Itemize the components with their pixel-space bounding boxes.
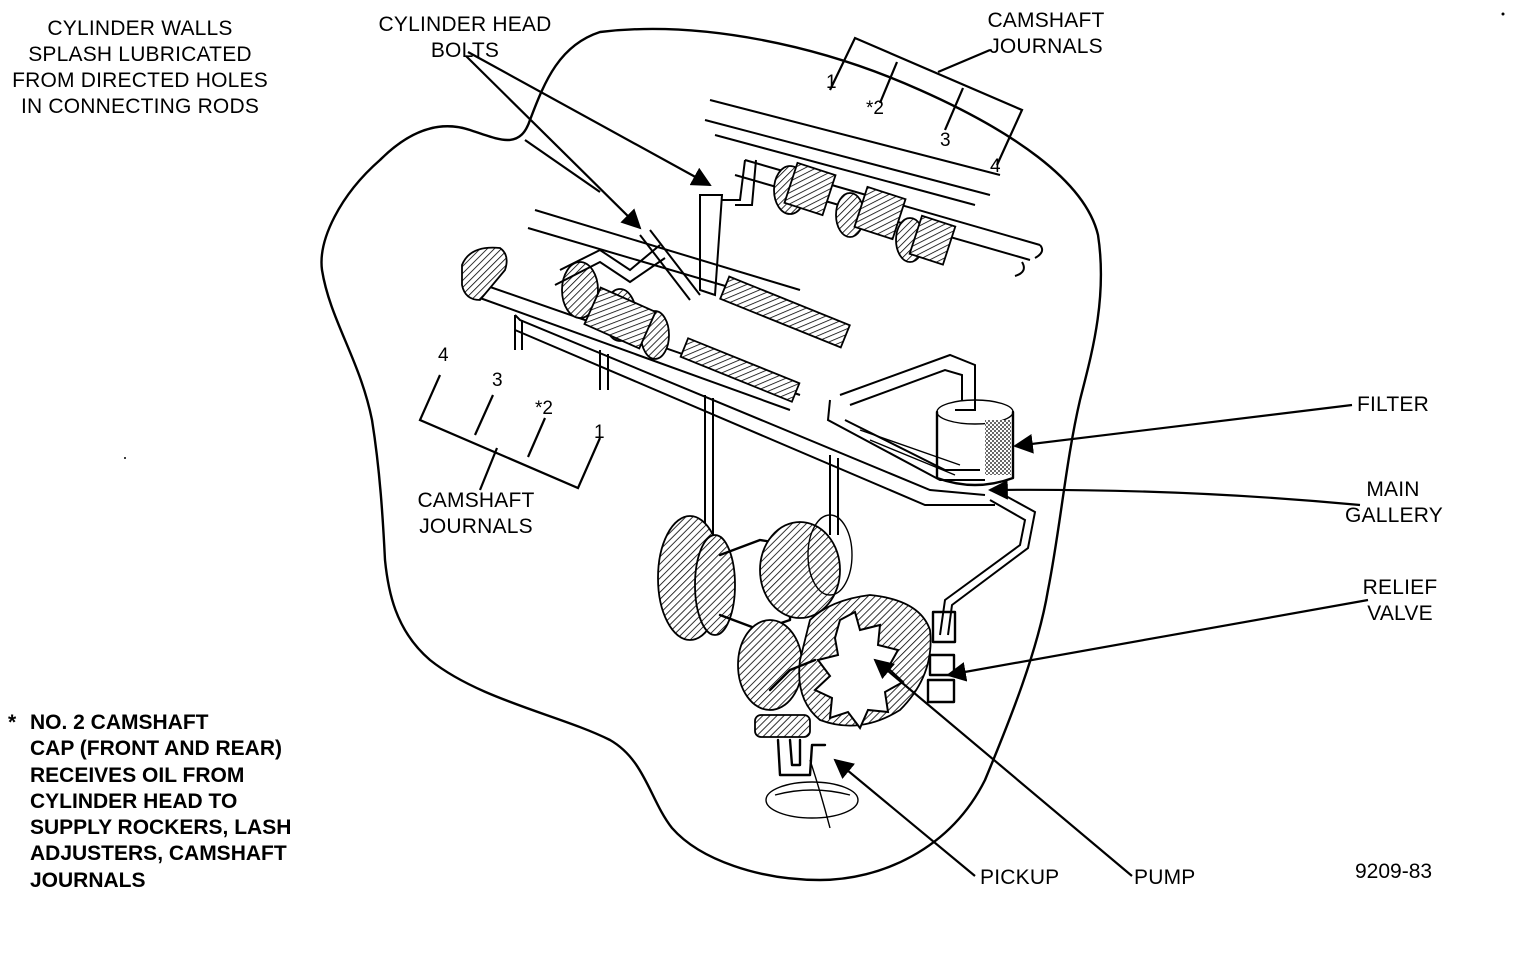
left-journal-tick-3 [473, 394, 495, 436]
relief-valve-arrow [946, 598, 1369, 682]
label-cylinder-walls: CYLINDER WALLS SPLASH LUBRICATED FROM DI… [12, 17, 268, 118]
top-journal-bracket [829, 36, 1024, 166]
left-journal-tick-2 [526, 417, 547, 458]
lower-camshaft [461, 209, 851, 411]
filter-loop [826, 353, 1015, 487]
label-pickup: PICKUP [980, 866, 1060, 889]
journal-number-top-4: 4 [990, 156, 1001, 177]
label-cylinder-head-bolts: CYLINDER HEAD BOLTS [378, 13, 552, 62]
oil-pump [754, 594, 932, 738]
upper-camshaft [704, 99, 1044, 277]
footnote: * NO. 2 CAMSHAFT CAP (FRONT AND REAR) RE… [8, 710, 291, 894]
footnote-line: ADJUSTERS, CAMSHAFT [30, 842, 287, 866]
journal-number-top-2: *2 [866, 98, 884, 119]
top-journal-tick-2 [878, 61, 899, 104]
main-gallery-tubes [514, 314, 1037, 636]
top-journal-tick-3 [943, 87, 965, 131]
journal-number-left-3: 3 [492, 370, 503, 391]
footnote-line: SUPPLY ROCKERS, LASH [30, 816, 292, 840]
scan-dot [124, 457, 126, 459]
filter-arrow [1013, 403, 1353, 454]
left-journal-leader [478, 447, 499, 491]
main-gallery-arrow [988, 479, 1361, 507]
footnote-line: CAP (FRONT AND REAR) [30, 737, 282, 761]
label-filter: FILTER [1357, 393, 1429, 416]
label-pump: PUMP [1134, 866, 1196, 889]
journal-number-top-1: 1 [826, 72, 837, 93]
head-bolt-arrow-2 [465, 55, 642, 230]
engine-block-outline [320, 27, 1103, 882]
label-camshaft-journals-left: CAMSHAFT JOURNALS [417, 489, 535, 538]
footnote-line: RECEIVES OIL FROM [30, 763, 245, 787]
footnote-line: JOURNALS [30, 868, 146, 892]
head-bolt-arrow-1 [467, 51, 712, 186]
figure-number: 9209-83 [1355, 860, 1433, 883]
journal-number-top-3: 3 [940, 130, 951, 151]
crankshaft [657, 514, 853, 711]
oil-pickup [765, 738, 859, 829]
journal-number-left-4: 4 [438, 345, 449, 366]
label-main-gallery: MAIN GALLERY [1345, 478, 1443, 527]
left-journal-bracket [418, 374, 602, 490]
head-oil-passages [554, 159, 757, 301]
scan-dot [1501, 12, 1505, 16]
journal-number-left-1: 1 [594, 422, 605, 443]
pickup-arrow [833, 758, 976, 877]
label-relief-valve: RELIEF VALVE [1362, 576, 1438, 625]
journal-number-left-2: *2 [535, 398, 553, 419]
top-journal-leader [937, 48, 991, 74]
pump-arrow [873, 658, 1133, 877]
footnote-star: * [8, 711, 17, 734]
cylinder-walls-leader [524, 139, 601, 193]
footnote-line: CYLINDER HEAD TO [30, 789, 238, 813]
label-camshaft-journals-top: CAMSHAFT JOURNALS [987, 9, 1105, 58]
footnote-line: NO. 2 CAMSHAFT [30, 711, 209, 734]
